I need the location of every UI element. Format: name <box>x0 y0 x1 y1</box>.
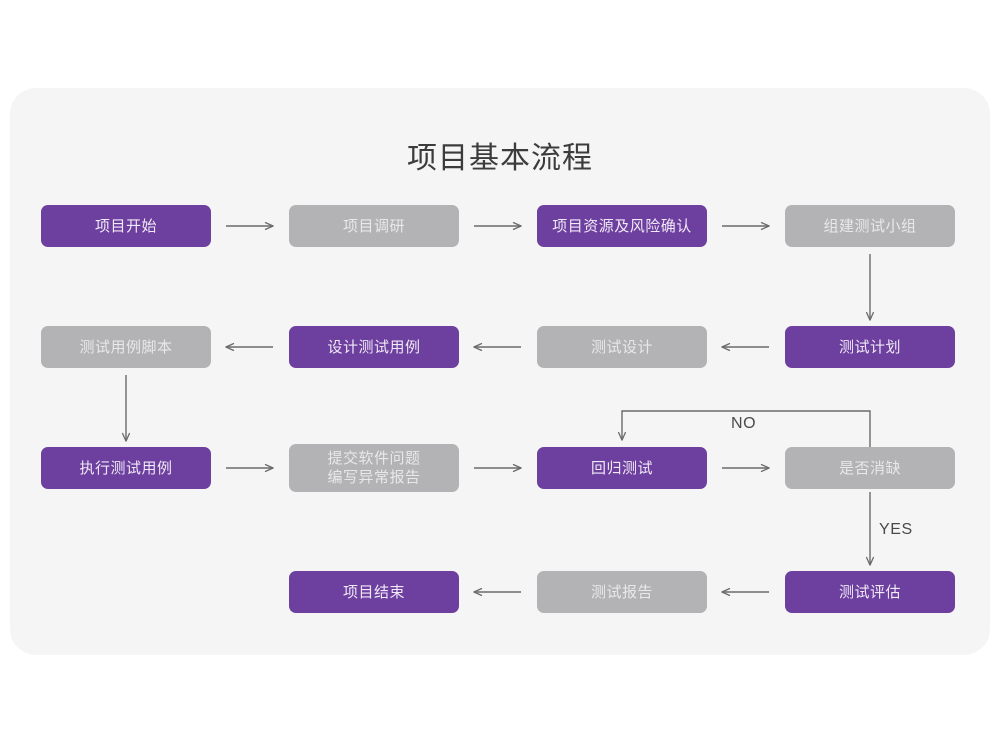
node-label: 是否消缺 <box>838 459 901 477</box>
node-label: 测试设计 <box>590 338 653 356</box>
node-label: 测试评估 <box>838 583 901 601</box>
node-test-evaluation[interactable]: 测试评估 <box>785 571 955 613</box>
flowchart-card <box>10 88 990 655</box>
node-project-start[interactable]: 项目开始 <box>41 205 211 247</box>
edge-label-no: NO <box>731 415 757 432</box>
node-test-case-script[interactable]: 测试用例脚本 <box>41 326 211 368</box>
node-submit-issue-report[interactable]: 提交软件问题 编写异常报告 <box>289 444 459 492</box>
node-label: 项目结束 <box>342 583 405 601</box>
node-regression-test[interactable]: 回归测试 <box>537 447 707 489</box>
node-project-end[interactable]: 项目结束 <box>289 571 459 613</box>
node-build-test-team[interactable]: 组建测试小组 <box>785 205 955 247</box>
node-defect-cleared[interactable]: 是否消缺 <box>785 447 955 489</box>
node-test-design[interactable]: 测试设计 <box>537 326 707 368</box>
node-label: 组建测试小组 <box>823 217 917 235</box>
node-label: 执行测试用例 <box>79 459 173 477</box>
node-project-research[interactable]: 项目调研 <box>289 205 459 247</box>
node-label: 项目资源及风险确认 <box>552 217 692 235</box>
node-label: 提交软件问题 编写异常报告 <box>327 450 421 486</box>
node-execute-test-case[interactable]: 执行测试用例 <box>41 447 211 489</box>
node-label: 测试用例脚本 <box>79 338 173 356</box>
node-design-test-case[interactable]: 设计测试用例 <box>289 326 459 368</box>
node-label: 设计测试用例 <box>327 338 421 356</box>
node-label: 测试报告 <box>590 583 653 601</box>
node-label: 回归测试 <box>590 459 653 477</box>
node-label: 项目调研 <box>342 217 405 235</box>
node-resource-risk-confirm[interactable]: 项目资源及风险确认 <box>537 205 707 247</box>
node-test-report[interactable]: 测试报告 <box>537 571 707 613</box>
edge-label-yes: YES <box>879 521 913 538</box>
page-title: 项目基本流程 <box>407 142 593 175</box>
node-label: 项目开始 <box>94 217 157 235</box>
node-label: 测试计划 <box>838 338 901 356</box>
node-test-plan[interactable]: 测试计划 <box>785 326 955 368</box>
